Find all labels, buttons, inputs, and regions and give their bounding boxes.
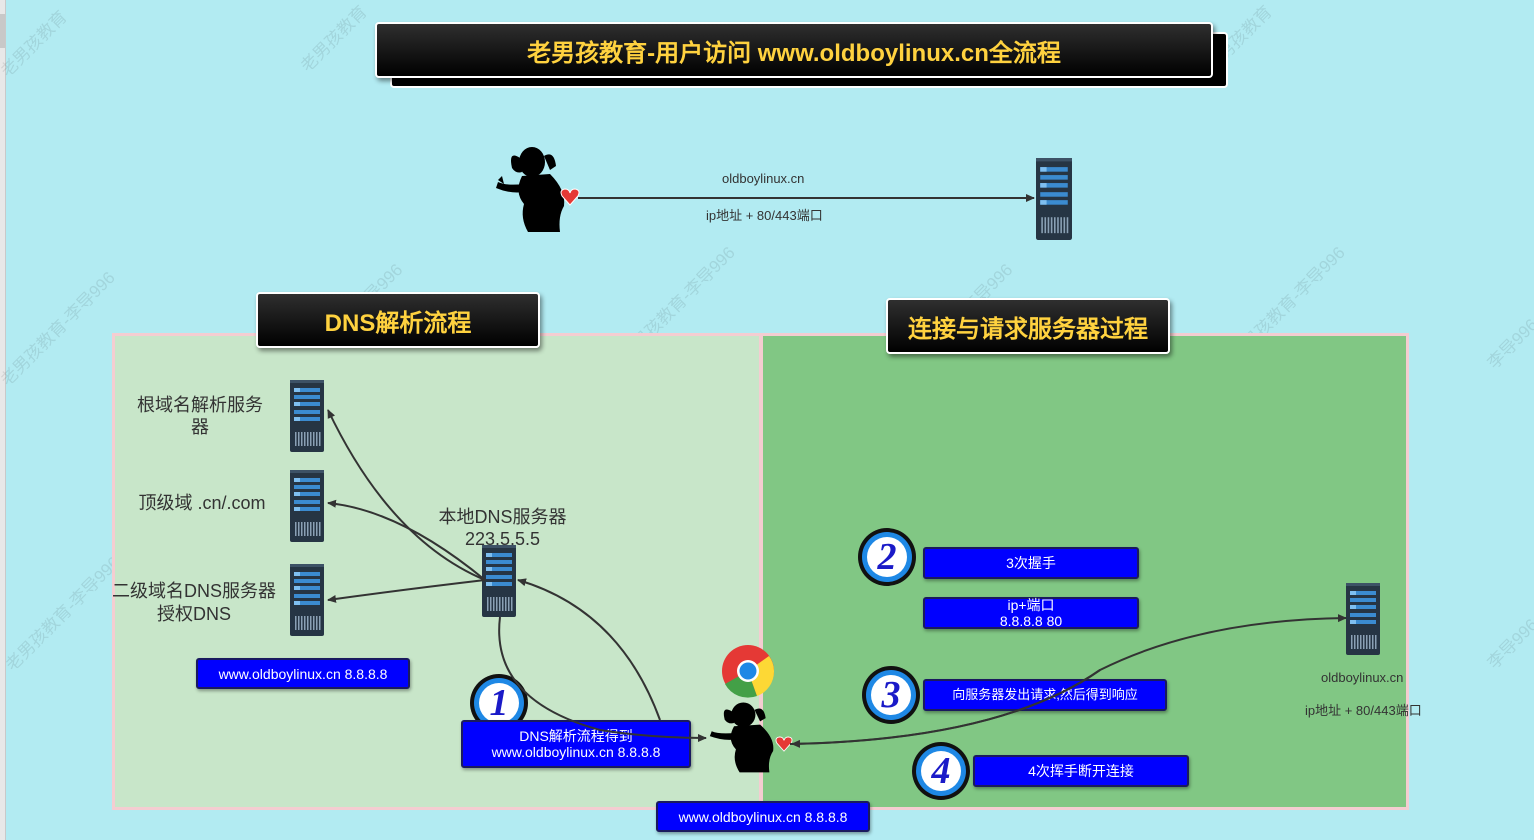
step4-number: 4 — [931, 750, 951, 792]
top-ip-label: ip地址 + 80/443端口 — [706, 208, 823, 223]
number-badge-icon: 1 — [468, 672, 530, 734]
ip-port-line2: 8.8.8.8 80 — [999, 613, 1063, 629]
step2-box: 3次握手 — [923, 547, 1139, 579]
root-server-label: 根域名解析服务器 — [137, 395, 263, 437]
connect-section-title: 连接与请求服务器过程 — [886, 298, 1170, 354]
person-silhouette-icon — [496, 147, 565, 232]
step3-number: 3 — [881, 674, 901, 716]
local-dns-name: 本地DNS服务器 — [438, 507, 567, 527]
local-dns-ip: 223.5.5.5 — [464, 529, 541, 549]
scrollbar-thumb[interactable] — [0, 14, 5, 48]
tld-label: 顶级域 .cn/.com — [138, 493, 266, 513]
dns-section-title-text: DNS解析流程 — [324, 309, 472, 337]
server-icon — [290, 380, 324, 452]
heart-icon — [775, 736, 793, 757]
top-domain-label: oldboylinux.cn — [722, 171, 805, 186]
page-title: 老男孩教育-用户访问 www.oldboylinux.cn全流程 — [375, 22, 1213, 78]
step2-text: 3次握手 — [1006, 555, 1056, 571]
bottom-result-box: www.oldboylinux.cn 8.8.8.8 — [656, 801, 870, 832]
scrollbar-strip[interactable] — [0, 0, 6, 840]
browser-user-silhouette — [708, 700, 788, 774]
ip-port-box: ip+端口 8.8.8.8 80 — [923, 597, 1139, 629]
number-badge-icon: 4 — [910, 740, 972, 802]
second-level-dns-label: 二级域名DNS服务器 授权DNS — [111, 581, 276, 624]
step1-box: DNS解析流程得到 www.oldboylinux.cn 8.8.8.8 — [461, 720, 691, 768]
dns-result-box: www.oldboylinux.cn 8.8.8.8 — [196, 658, 410, 689]
server-domain-label: oldboylinux.cn — [1321, 670, 1404, 685]
bottom-result-text: www.oldboylinux.cn 8.8.8.8 — [678, 808, 848, 825]
page-title-text: 老男孩教育-用户访问 www.oldboylinux.cn全流程 — [527, 39, 1061, 67]
step3-box: 向服务器发出请求,然后得到响应 — [923, 679, 1167, 711]
ip-port-line1: ip+端口 — [1007, 597, 1055, 613]
server-icon — [290, 470, 324, 542]
step1-number: 1 — [489, 682, 509, 724]
step1-line1: DNS解析流程得到 — [519, 728, 633, 744]
user-silhouette — [494, 144, 580, 234]
step4-box: 4次挥手断开连接 — [973, 755, 1189, 787]
step3-text: 向服务器发出请求,然后得到响应 — [952, 687, 1138, 702]
server-icon — [482, 545, 516, 617]
step1-line2: www.oldboylinux.cn 8.8.8.8 — [491, 744, 661, 760]
person-silhouette-icon — [709, 702, 774, 773]
server-icon — [1036, 158, 1072, 240]
dns-result-text: www.oldboylinux.cn 8.8.8.8 — [218, 665, 388, 682]
server-ip-label: ip地址 + 80/443端口 — [1305, 703, 1422, 718]
server-icon — [290, 564, 324, 636]
server-icon — [1346, 583, 1380, 655]
number-badge-icon: 3 — [860, 664, 922, 726]
heart-icon — [560, 188, 580, 211]
step4-text: 4次挥手断开连接 — [1028, 763, 1134, 779]
dns-section-title: DNS解析流程 — [256, 292, 540, 348]
step2-number: 2 — [877, 536, 897, 578]
number-badge-icon: 2 — [856, 526, 918, 588]
chrome-icon — [719, 643, 777, 704]
connect-section-title-text: 连接与请求服务器过程 — [908, 315, 1148, 343]
